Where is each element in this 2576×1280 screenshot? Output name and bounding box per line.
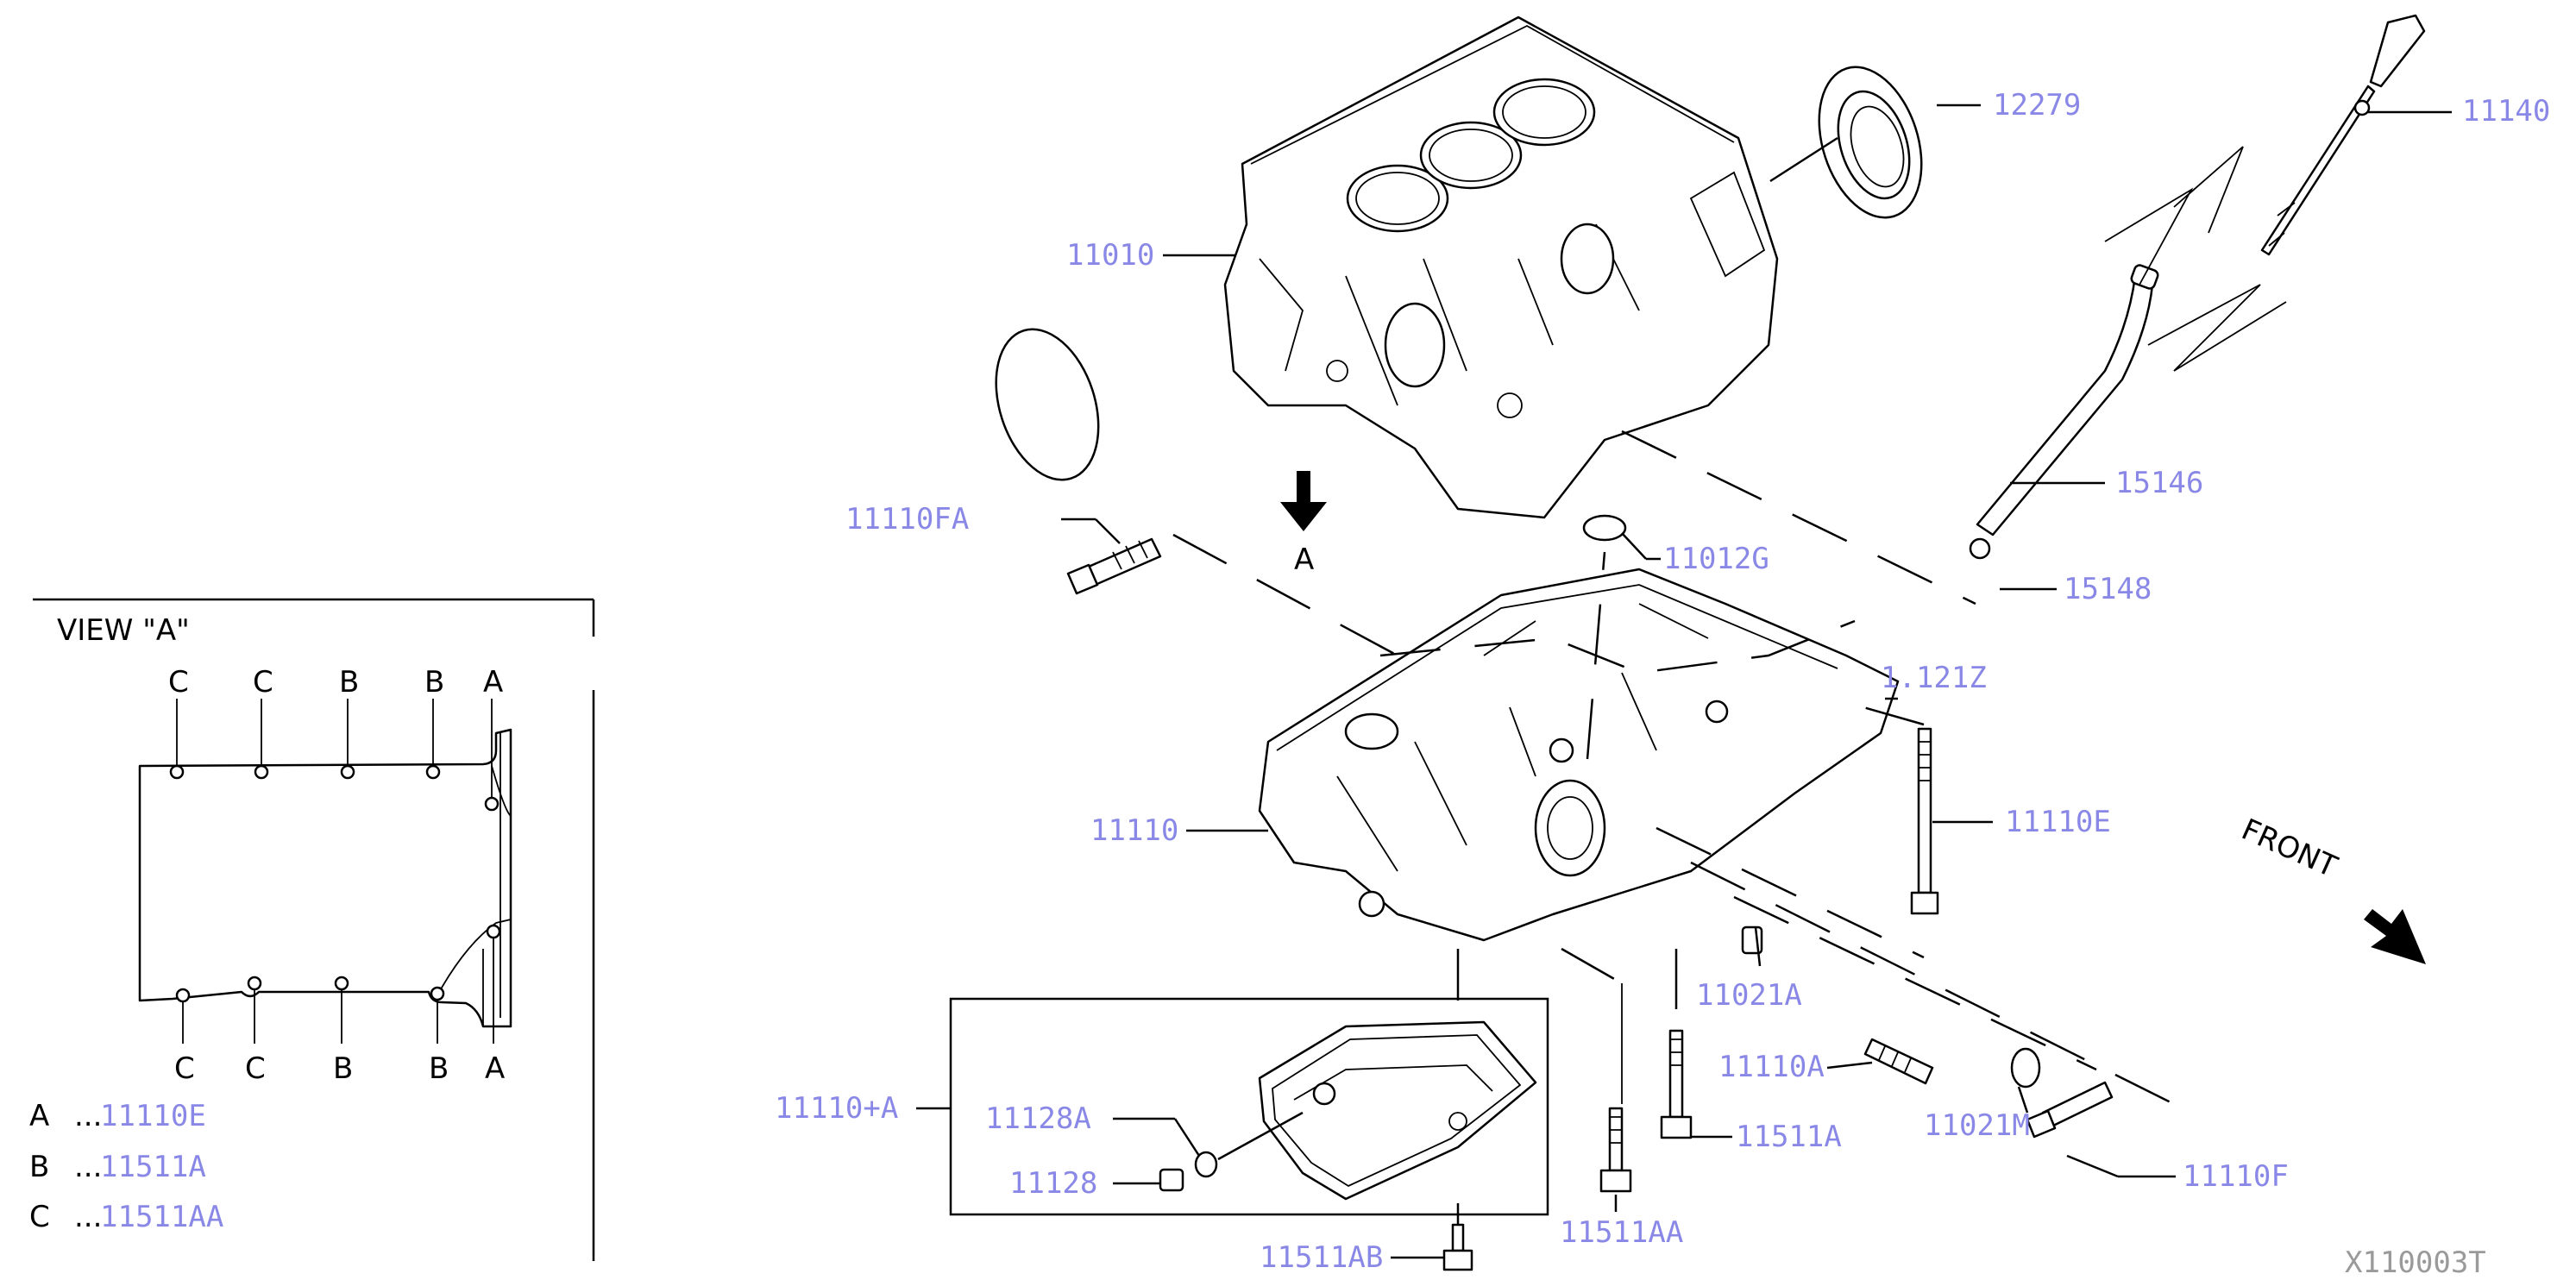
part-number-11021a[interactable]: 11021A (1696, 978, 1802, 1013)
view-a-top-letters: C C B B A (168, 665, 503, 700)
part-number-11121z[interactable]: 1.121Z (1881, 661, 1987, 695)
part-number-11021m[interactable]: 11021M (1924, 1108, 2030, 1143)
legend-dots: ... (74, 1200, 102, 1234)
part-number-11110[interactable]: 11110 (1090, 813, 1178, 848)
bolt-11511a-drawing[interactable] (1660, 1029, 1693, 1139)
legend-part-number[interactable]: 11511A (100, 1150, 206, 1184)
part-number-11511a[interactable]: 11511A (1736, 1120, 1842, 1154)
part-number-11128a[interactable]: 11128A (985, 1101, 1091, 1136)
front-indicator: FRONT (2236, 813, 2426, 964)
part-number-12279[interactable]: 12279 (1993, 88, 2081, 122)
oil-seal-drawing[interactable] (978, 53, 1939, 493)
view-a-title: VIEW "A" (57, 613, 190, 648)
legend-dots: ... (74, 1099, 102, 1133)
part-number-11010[interactable]: 11010 (1066, 238, 1154, 273)
oil-pan-drawing[interactable] (1258, 1020, 1537, 1201)
part-number-11012g[interactable]: 11012G (1663, 542, 1769, 576)
part-number-11110-plus-a[interactable]: 11110+A (775, 1091, 898, 1126)
bolt-11511aa-drawing[interactable] (1599, 1107, 1632, 1193)
legend-part-number[interactable]: 11511AA (100, 1200, 223, 1234)
legend-letter: B (29, 1150, 49, 1184)
part-number-11128[interactable]: 11128 (1009, 1166, 1097, 1201)
legend-letter: A (29, 1099, 49, 1133)
legend-letter: C (29, 1200, 50, 1234)
dowel-11021m-drawing[interactable] (2010, 1047, 2041, 1089)
crankcase-drawing[interactable] (1258, 568, 1900, 942)
part-number-11110a[interactable]: 11110A (1718, 1050, 1825, 1084)
cylinder-block-drawing[interactable] (1223, 16, 1779, 519)
front-arrow-icon (2364, 909, 2426, 964)
part-number-15148[interactable]: 15148 (2064, 572, 2152, 606)
part-number-15146[interactable]: 15146 (2115, 466, 2203, 500)
stud-11110a-drawing[interactable] (1863, 1038, 1934, 1085)
view-a-letter: C (168, 665, 189, 700)
view-a-letter: C (245, 1051, 266, 1086)
part-number-11110e[interactable]: 11110E (2005, 805, 2111, 839)
front-label: FRONT (2236, 813, 2342, 885)
bolt-11110e-drawing[interactable] (1910, 727, 1939, 915)
arrow-a-label: A (1294, 543, 1314, 577)
guide-tube-drawing[interactable] (1976, 146, 2287, 536)
gasket-11128a-drawing[interactable] (1194, 1151, 1218, 1178)
part-number-11511ab[interactable]: 11511AB (1260, 1240, 1383, 1275)
view-a-letter: A (483, 665, 503, 700)
view-a-letter: B (424, 665, 444, 700)
view-arrow-a: A (1280, 471, 1327, 577)
view-a-letter: B (333, 1051, 353, 1086)
o-ring-15148-drawing[interactable] (1969, 537, 1991, 560)
leader-lines (916, 104, 2452, 1259)
part-number-callouts: 12279 11140 11010 15146 11110FA 11012G 1… (775, 88, 2550, 1275)
drain-plug-11128-drawing[interactable] (1159, 1168, 1184, 1192)
view-a-letter: B (429, 1051, 449, 1086)
plug-11012g-drawing[interactable] (1582, 514, 1627, 542)
part-number-11110f[interactable]: 11110F (2183, 1159, 2289, 1194)
part-number-11511aa[interactable]: 11511AA (1560, 1215, 1683, 1250)
oil-pan-box (949, 997, 1549, 1216)
view-a-letter: C (253, 665, 273, 700)
bolt-11511ab-drawing[interactable] (1442, 1223, 1473, 1271)
alignment-lines (1172, 430, 2175, 1106)
bolt-11110f-drawing[interactable] (2026, 1081, 2114, 1139)
view-a-letter: C (174, 1051, 195, 1086)
legend-dots: ... (74, 1150, 102, 1184)
diagram-code: X110003T (2345, 1245, 2486, 1280)
legend-part-number[interactable]: 11110E (100, 1099, 206, 1133)
part-number-11140[interactable]: 11140 (2462, 94, 2550, 129)
view-a-letter: A (485, 1051, 505, 1086)
bolt-11110fa-drawing[interactable] (1066, 537, 1162, 595)
view-a-letter: B (339, 665, 359, 700)
view-a-bottom-letters: C C B B A (174, 1051, 505, 1086)
dipstick-drawing[interactable] (2260, 14, 2426, 256)
view-a-legend: A ... 11110E B ... 11511A C ... 11511AA (29, 1099, 223, 1234)
part-number-11110fa[interactable]: 11110FA (845, 502, 969, 536)
view-a-plate-outline (138, 728, 512, 1028)
view-a-inset: VIEW "A" (29, 598, 595, 1261)
